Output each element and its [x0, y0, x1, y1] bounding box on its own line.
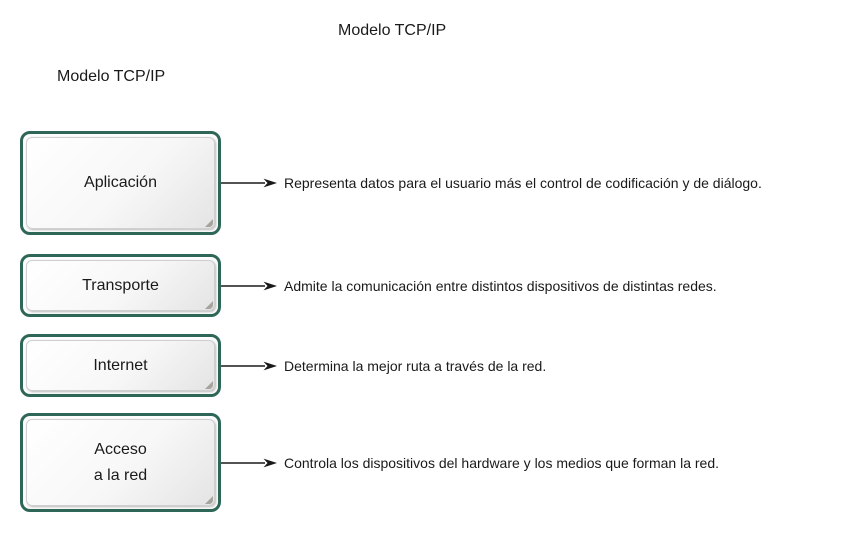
- layer-label: Acceso a la red: [93, 440, 148, 484]
- layer-label: Internet: [93, 356, 148, 374]
- layer-box-transporte: Transporte: [20, 254, 221, 317]
- layer-box-inner: Aplicación: [26, 137, 215, 229]
- diagram-title: Modelo TCP/IP: [338, 22, 447, 39]
- layer-description: Representa datos para el usuario más el …: [284, 175, 762, 191]
- layer-description: Controla los dispositivos del hardware y…: [284, 454, 719, 471]
- arrow-right-icon: [221, 458, 277, 467]
- layer-description: Determina la mejor ruta a través de la r…: [284, 357, 547, 374]
- layer-row-acceso-a-la-red: Acceso a la red Controla los dispositivo…: [20, 413, 844, 512]
- layer-label: Transporte: [82, 276, 159, 294]
- arrow-right-icon: [221, 178, 277, 188]
- diagram-subtitle: Modelo TCP/IP: [57, 68, 166, 85]
- layer-row-aplicacion: Aplicación Representa datos para el usua…: [20, 131, 844, 235]
- layer-label: Aplicación: [84, 174, 157, 192]
- arrow-right-icon: [221, 361, 277, 370]
- layer-box-inner: Transporte: [26, 260, 215, 311]
- layer-row-transporte: Transporte Admite la comunicación entre …: [20, 254, 844, 317]
- layer-box-inner: Acceso a la red: [26, 419, 215, 506]
- arrow-right-icon: [221, 281, 277, 290]
- layer-row-internet: Internet Determina la mejor ruta a travé…: [20, 334, 844, 397]
- layer-box-aplicacion: Aplicación: [20, 131, 221, 235]
- layer-box-inner: Internet: [26, 340, 215, 391]
- layer-box-acceso-a-la-red: Acceso a la red: [20, 413, 221, 512]
- layer-box-internet: Internet: [20, 334, 221, 397]
- layer-description: Admite la comunicación entre distintos d…: [284, 277, 717, 294]
